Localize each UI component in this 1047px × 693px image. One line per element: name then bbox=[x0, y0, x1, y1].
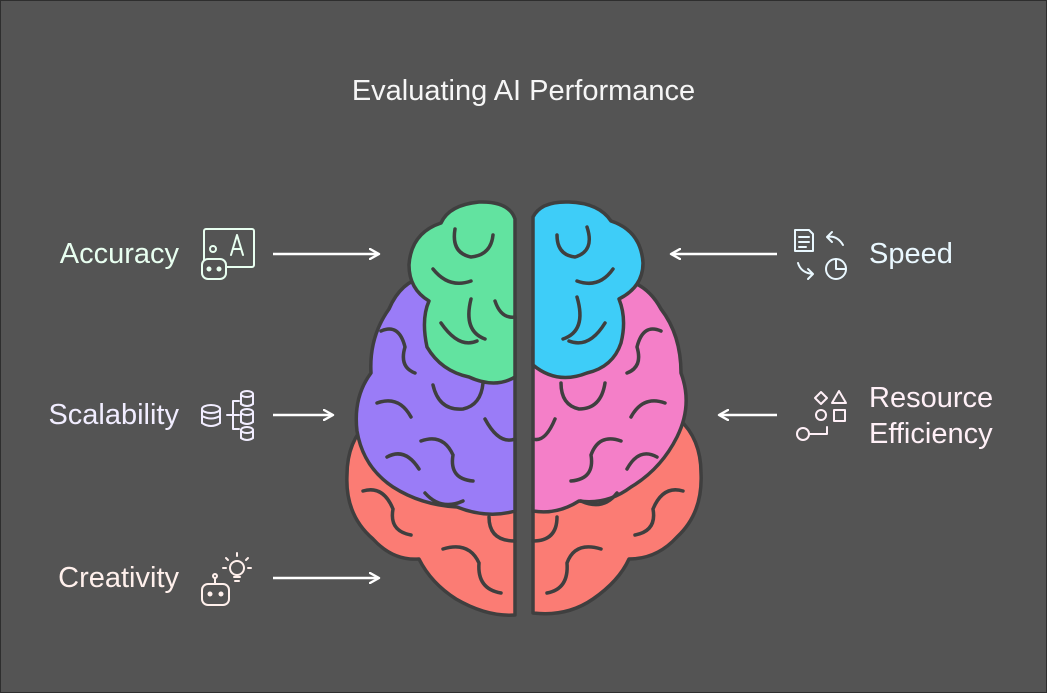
creativity-label: Creativity bbox=[58, 562, 179, 594]
scalability-label: Scalability bbox=[48, 399, 179, 431]
brain-folds bbox=[361, 225, 685, 595]
document-timer-icon bbox=[794, 229, 847, 280]
diagram-title: Evaluating AI Performance bbox=[351, 75, 696, 107]
shapes-resource-icon bbox=[796, 390, 847, 441]
speed-label: Speed bbox=[869, 238, 953, 270]
robot-letter-icon bbox=[201, 228, 255, 280]
resource-efficiency-label-line2: Efficiency bbox=[869, 418, 993, 450]
resource-efficiency-label-line1: Resource bbox=[869, 382, 994, 414]
database-scale-icon bbox=[201, 390, 254, 441]
accuracy-label: Accuracy bbox=[59, 238, 179, 270]
robot-lightbulb-icon bbox=[201, 552, 252, 606]
